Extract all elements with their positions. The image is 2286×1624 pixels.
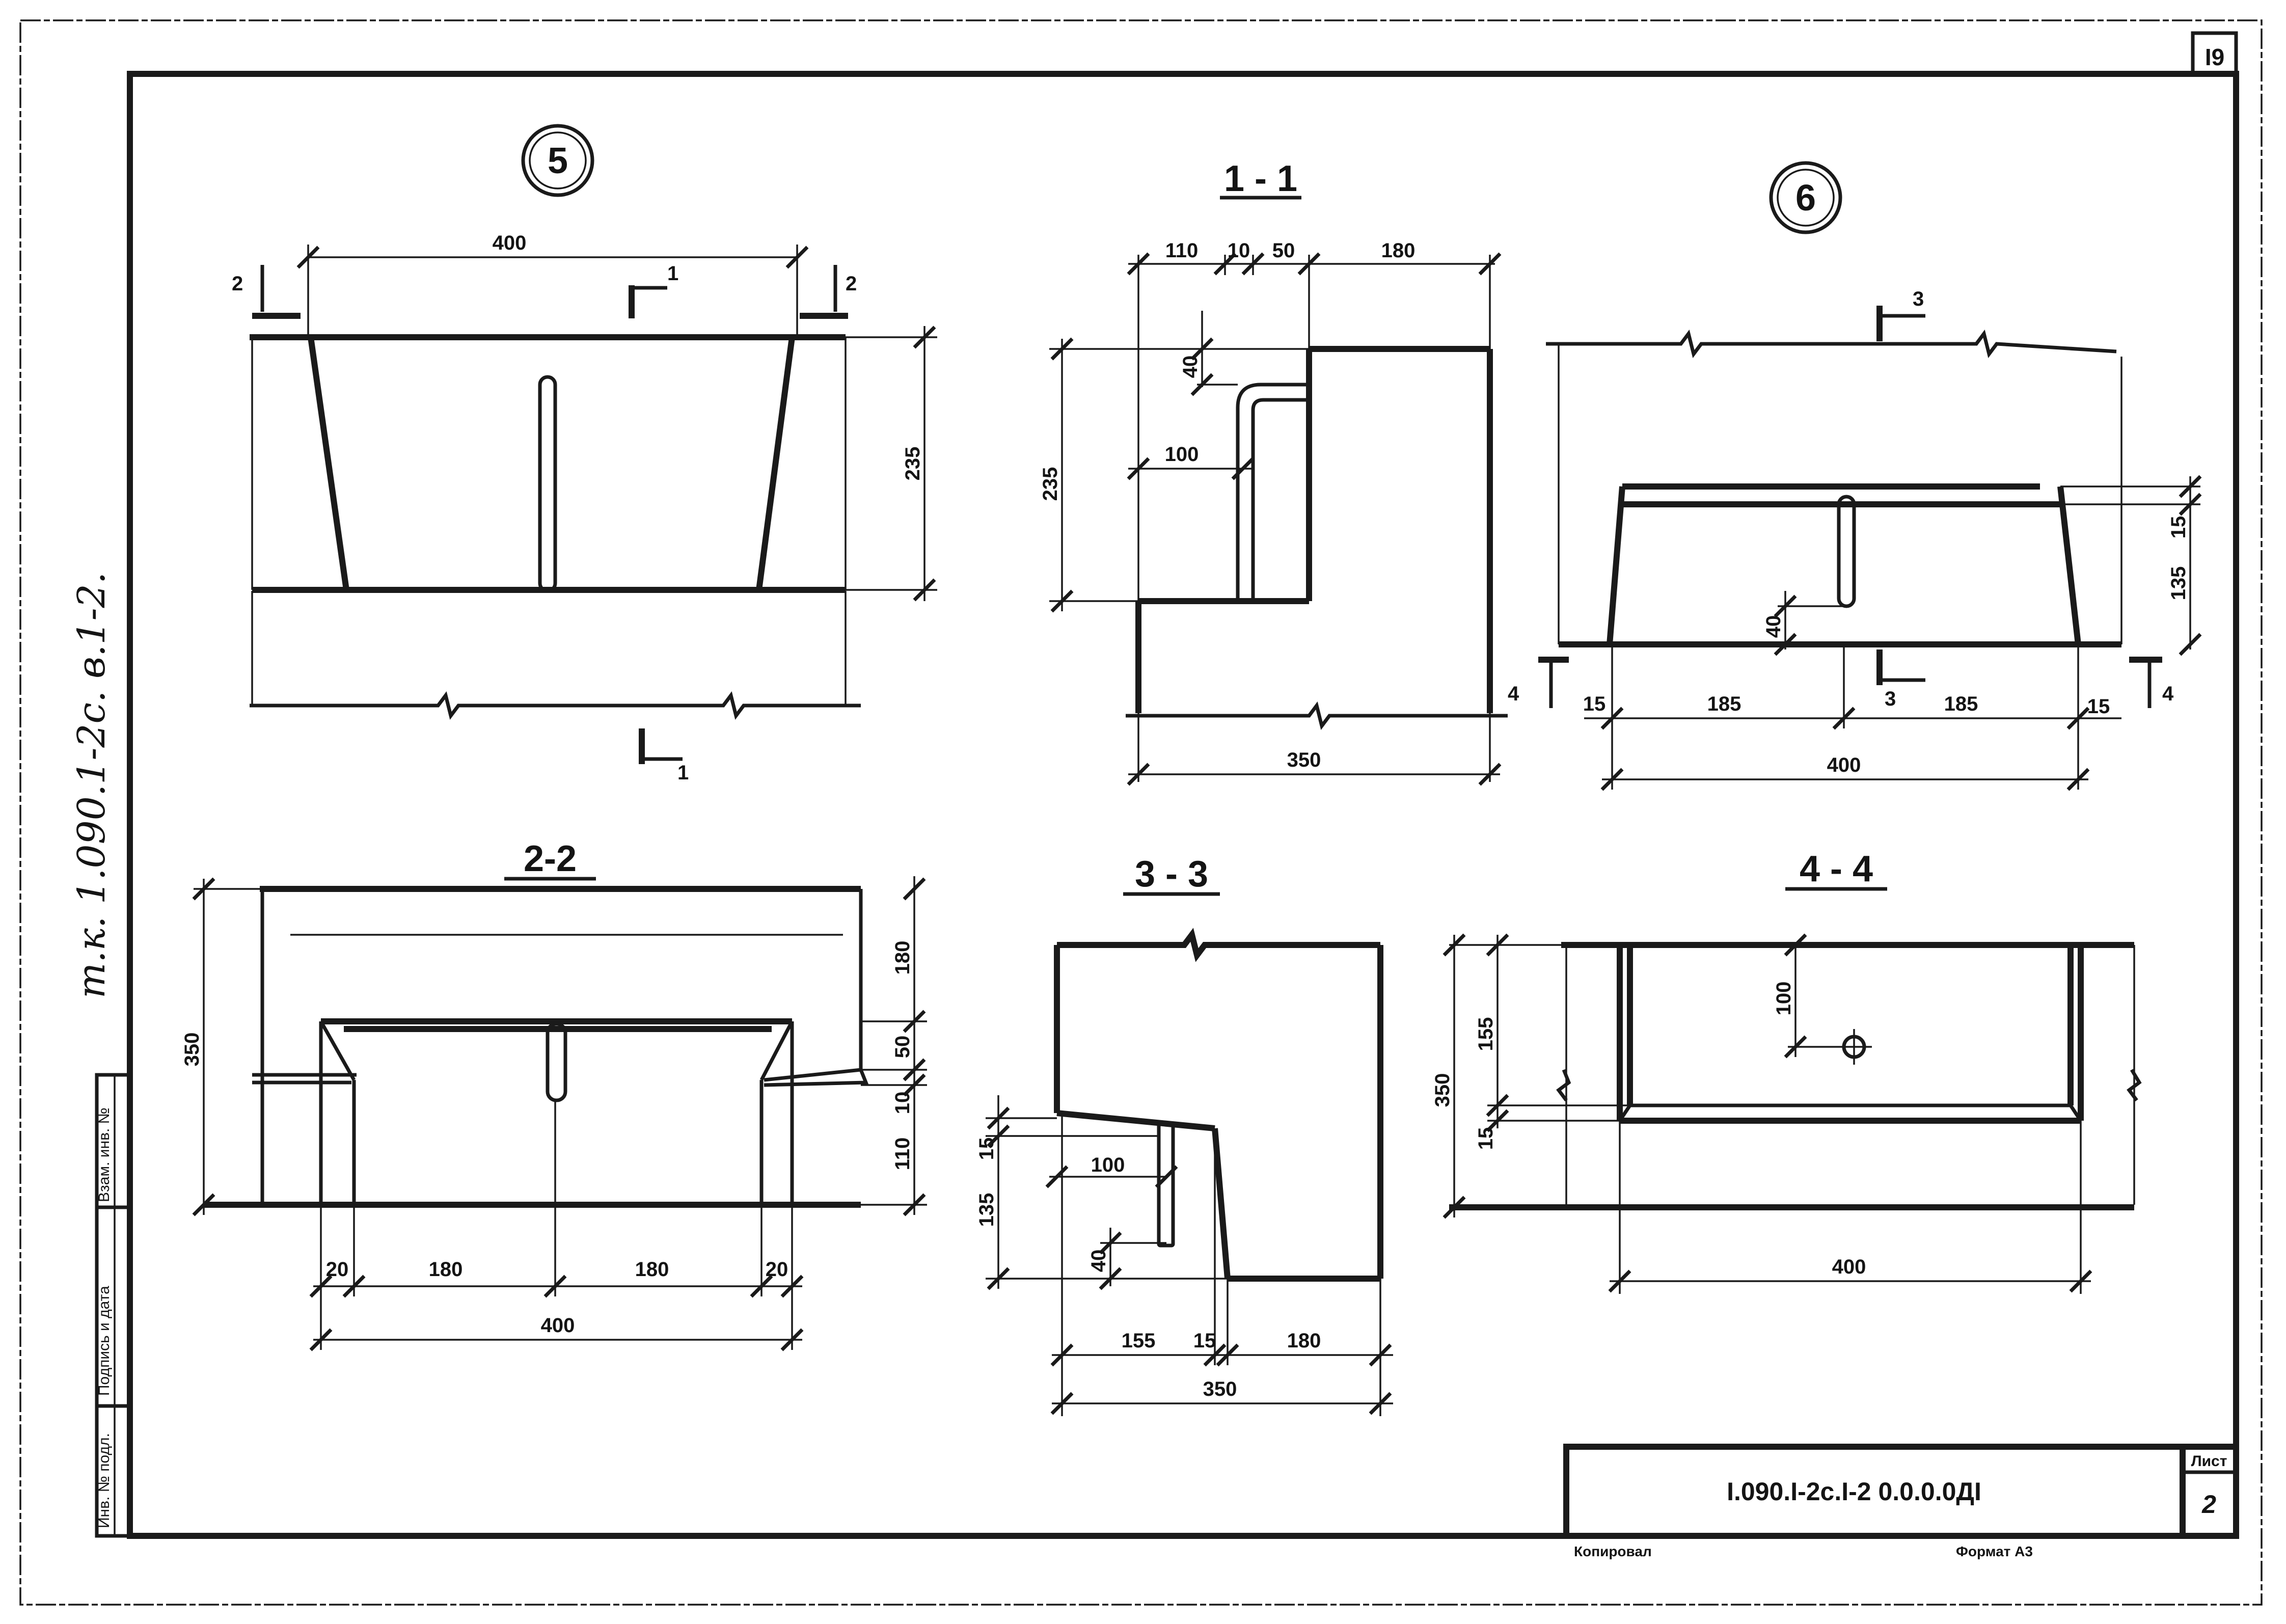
node5-dim-235: 235 <box>902 447 924 481</box>
node6-dim-15a: 15 <box>2167 516 2190 539</box>
sec33-dim-15: 15 <box>975 1138 998 1160</box>
node6-dim-15b: 15 <box>1583 693 1606 715</box>
node6-dim-400: 400 <box>1827 754 1861 776</box>
node5-cut-left: 2 <box>232 273 243 295</box>
page-number: I9 <box>2205 44 2224 70</box>
node5-dim-400: 400 <box>493 232 527 254</box>
view-section-2-2: 2-2 350 180 50 <box>181 838 927 1351</box>
sec33-title: 3 - 3 <box>1135 854 1208 895</box>
node6-dim-40: 40 <box>1762 615 1785 638</box>
view-section-1-1: 1 - 1 110 10 50 180 235 <box>1039 158 1508 786</box>
node6-dim-185a: 185 <box>1707 693 1741 715</box>
stamp-signature-date: Подпись и дата <box>96 1286 113 1396</box>
sec11-dim-50: 50 <box>1272 239 1295 262</box>
sec22-title: 2-2 <box>524 838 577 879</box>
sec22-dim-20a: 20 <box>326 1258 349 1281</box>
sec44-dim-350: 350 <box>1431 1073 1454 1107</box>
sec44-title: 4 - 4 <box>1800 849 1873 889</box>
sec44-dim-15: 15 <box>1475 1127 1497 1150</box>
sec22-dim-350: 350 <box>181 1033 203 1067</box>
view-section-4-4: 4 - 4 100 350 155 15 <box>1431 849 2142 1294</box>
sec33-dim-135: 135 <box>975 1193 998 1227</box>
page-number-box <box>2191 31 2238 76</box>
node-5-label: 5 <box>548 141 568 181</box>
sec22-dim-180v: 180 <box>891 941 914 975</box>
sec11-dim-350: 350 <box>1287 749 1321 771</box>
sec22-dim-20b: 20 <box>766 1258 788 1281</box>
sec22-dim-10: 10 <box>891 1092 914 1115</box>
sec33-dim-40: 40 <box>1087 1250 1110 1273</box>
node6-dim-15c: 15 <box>2087 695 2110 718</box>
sec44-dim-400: 400 <box>1832 1256 1866 1278</box>
node6-cut-right: 4 <box>2162 683 2174 705</box>
title-block: I.090.I-2c.I-2 0.0.0.0ДI Лист 2 <box>1563 1444 2239 1539</box>
footer-format: Формат А3 <box>1956 1544 2033 1559</box>
view-node-5: 5 400 235 2 2 1 <box>232 124 937 784</box>
node6-dim-135: 135 <box>2167 566 2190 601</box>
node6-cut-left: 4 <box>1508 683 1519 705</box>
sec22-dim-180b: 180 <box>635 1258 669 1281</box>
sheet-label: Лист <box>2191 1453 2227 1470</box>
side-stamp: Инв. № подл. Подпись и дата Взам. инв. № <box>95 1073 132 1538</box>
sec11-dim-110: 110 <box>1165 239 1199 262</box>
sec33-dim-15b: 15 <box>1193 1330 1216 1352</box>
sec44-dim-100: 100 <box>1773 982 1795 1016</box>
node6-cut-top: 3 <box>1913 288 1924 310</box>
node6-dim-185b: 185 <box>1944 693 1978 715</box>
sec33-dim-180: 180 <box>1287 1330 1321 1352</box>
drawing-code: I.090.I-2c.I-2 0.0.0.0ДI <box>1727 1477 1981 1506</box>
node5-cut-right: 2 <box>846 273 857 295</box>
stamp-replacement: Взам. инв. № <box>96 1107 113 1202</box>
paper-edge <box>19 19 2263 1606</box>
stamp-inv-number: Инв. № подл. <box>96 1433 113 1528</box>
side-handwritten-note: т.к. 1.090.1-2с. в.1-2. <box>70 572 114 998</box>
sheet-number: 2 <box>2201 1490 2216 1519</box>
node5-cut-top: 1 <box>667 262 678 285</box>
sec11-dim-235: 235 <box>1039 467 1062 501</box>
footer-copied: Копировал <box>1574 1544 1652 1559</box>
sec11-title: 1 - 1 <box>1224 158 1297 199</box>
drawing-frame <box>127 71 2239 1539</box>
sec22-dim-110: 110 <box>891 1138 914 1171</box>
sec33-dim-100: 100 <box>1091 1154 1125 1176</box>
node6-cut-bottom: 3 <box>1885 688 1896 710</box>
node-6-label: 6 <box>1795 178 1816 219</box>
node5-cut-bottom: 1 <box>677 762 689 784</box>
sec22-dim-180a: 180 <box>429 1258 463 1281</box>
sec11-dim-180: 180 <box>1381 239 1416 262</box>
sec33-dim-350: 350 <box>1203 1378 1237 1400</box>
view-node-6: 6 3 15 135 40 1 <box>1508 161 2202 791</box>
sec11-dim-100: 100 <box>1165 443 1199 466</box>
sec44-dim-155: 155 <box>1475 1017 1497 1051</box>
view-section-3-3: 3 - 3 15 135 100 40 <box>975 854 1393 1416</box>
sec33-dim-155: 155 <box>1122 1330 1156 1352</box>
sec22-dim-400: 400 <box>541 1314 575 1337</box>
sec22-dim-50: 50 <box>891 1036 914 1059</box>
sec11-dim-10: 10 <box>1228 239 1250 262</box>
sec11-dim-40: 40 <box>1179 356 1202 378</box>
